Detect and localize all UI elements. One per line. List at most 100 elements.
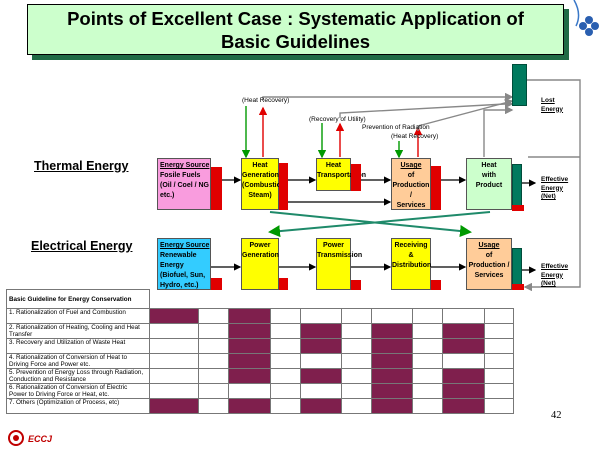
guideline-cell-empty: [483, 323, 515, 339]
guideline-cell-empty: [269, 353, 301, 369]
guideline-cell-applied: [442, 383, 485, 399]
guideline-cell-applied: [371, 368, 414, 384]
guideline-row: 6. Rationalization of Conversion of Elec…: [6, 383, 515, 399]
guideline-cell-applied: [442, 338, 485, 354]
guideline-cell-empty: [483, 338, 515, 354]
guideline-cell-empty: [148, 323, 200, 339]
eccj-logo-text: ECCJ: [28, 434, 53, 444]
guideline-row-label: 2. Rationalization of Heating, Cooling a…: [6, 323, 150, 339]
guideline-row: 2. Rationalization of Heating, Cooling a…: [6, 323, 515, 339]
guideline-cell-empty: [442, 353, 485, 369]
guideline-cell-empty: [341, 383, 373, 399]
guideline-cell-applied: [371, 398, 414, 414]
eccj-logo-icon: [8, 430, 24, 446]
guideline-cell-empty: [412, 398, 444, 414]
guideline-cell-applied: [442, 398, 485, 414]
guideline-row-label: 1. Rationalization of Fuel and Combustio…: [6, 308, 150, 324]
guideline-cell-empty: [341, 398, 373, 414]
guideline-cell-empty: [341, 308, 373, 324]
guideline-cell-applied: [371, 338, 414, 354]
guideline-cell-empty: [198, 338, 230, 354]
thermal-effective-bar: [512, 164, 522, 210]
annotation-recovery-utility: (Recovery of Utility): [309, 116, 366, 123]
guideline-row-label: 5. Prevention of Energy Loss through Rad…: [6, 368, 150, 384]
guideline-cell-applied: [299, 368, 343, 384]
guideline-cell-applied: [371, 323, 414, 339]
guideline-cell-empty: [198, 308, 230, 324]
page-title: Points of Excellent Case : Systematic Ap…: [27, 4, 564, 55]
guideline-cell-applied: [228, 368, 271, 384]
guideline-cell-applied: [228, 308, 271, 324]
guideline-cell-empty: [299, 308, 343, 324]
guideline-cell-empty: [483, 353, 515, 369]
thermal-effective-red: [512, 205, 524, 211]
page-number: 42: [551, 410, 562, 421]
guideline-cell-applied: [299, 338, 343, 354]
lost-energy-bar: [512, 64, 527, 106]
guideline-cell-applied: [371, 383, 414, 399]
thermal-energy-label: Thermal Energy: [34, 159, 129, 173]
guideline-cell-empty: [269, 338, 301, 354]
guideline-cell-empty: [198, 398, 230, 414]
guideline-cell-empty: [198, 383, 230, 399]
guideline-matrix: Basic Guideline for Energy Conservation …: [6, 289, 515, 414]
guideline-row: 7. Others (Optimization of Process, etc): [6, 398, 515, 414]
guideline-row-label: 4. Rationalization of Conversion of Heat…: [6, 353, 150, 369]
guideline-cell-applied: [299, 398, 343, 414]
guideline-cell-empty: [198, 353, 230, 369]
clover-logo-icon: [573, 0, 599, 36]
guideline-cell-applied: [148, 398, 200, 414]
thermal-source-loss-bar: [211, 167, 222, 210]
guideline-cell-empty: [148, 353, 200, 369]
guideline-cell-empty: [269, 368, 301, 384]
guideline-cell-empty: [483, 368, 515, 384]
guideline-cell-empty: [148, 338, 200, 354]
guideline-cell-applied: [371, 353, 414, 369]
guideline-cell-empty: [412, 308, 444, 324]
guideline-header-row: Basic Guideline for Energy Conservation: [6, 289, 514, 309]
guideline-cell-applied: [442, 368, 485, 384]
thermal-usage-loss-bar: [431, 166, 441, 210]
guideline-cell-empty: [483, 398, 515, 414]
receiving-loss-bar: [431, 280, 441, 290]
electrical-effective-red: [512, 284, 524, 290]
annotation-heat-recovery-top: (Heat Recovery): [242, 97, 290, 104]
guideline-cell-empty: [228, 383, 271, 399]
guideline-cell-empty: [412, 353, 444, 369]
guideline-cell-applied: [442, 323, 485, 339]
heat-trans-loss-bar: [351, 164, 361, 191]
guideline-cell-empty: [341, 323, 373, 339]
guideline-cell-empty: [148, 368, 200, 384]
guideline-cell-empty: [269, 383, 301, 399]
guideline-cell-empty: [412, 323, 444, 339]
guideline-cell-empty: [269, 323, 301, 339]
guideline-cell-empty: [198, 323, 230, 339]
receiving-distribution-box: Receiving & Distribution: [391, 238, 431, 290]
guideline-cell-empty: [341, 368, 373, 384]
annotation-heat-recovery-mid: (Heat Recovery): [391, 133, 439, 140]
power-gen-loss-bar: [279, 278, 288, 290]
guideline-cell-empty: [371, 308, 414, 324]
guideline-cell-empty: [412, 383, 444, 399]
guideline-cell-applied: [299, 323, 343, 339]
thermal-energy-source-box: Energy Source Fosile Fuels(Oil / Coel / …: [157, 158, 211, 210]
guideline-row: 1. Rationalization of Fuel and Combustio…: [6, 308, 515, 324]
guideline-cell-empty: [483, 308, 515, 324]
electrical-energy-label: Electrical Energy: [31, 239, 133, 253]
guideline-row-label: 7. Others (Optimization of Process, etc): [6, 398, 150, 414]
guideline-cell-empty: [299, 353, 343, 369]
guideline-row-label: 6. Rationalization of Conversion of Elec…: [6, 383, 150, 399]
guideline-cell-empty: [148, 383, 200, 399]
guideline-cell-empty: [412, 338, 444, 354]
guideline-cell-empty: [341, 338, 373, 354]
guideline-cell-empty: [412, 368, 444, 384]
guideline-row: 5. Prevention of Energy Loss through Rad…: [6, 368, 515, 384]
guideline-cell-applied: [228, 398, 271, 414]
power-trans-loss-bar: [351, 280, 361, 290]
annotation-prevention-radiation: Prevention of Radiation: [362, 124, 430, 131]
